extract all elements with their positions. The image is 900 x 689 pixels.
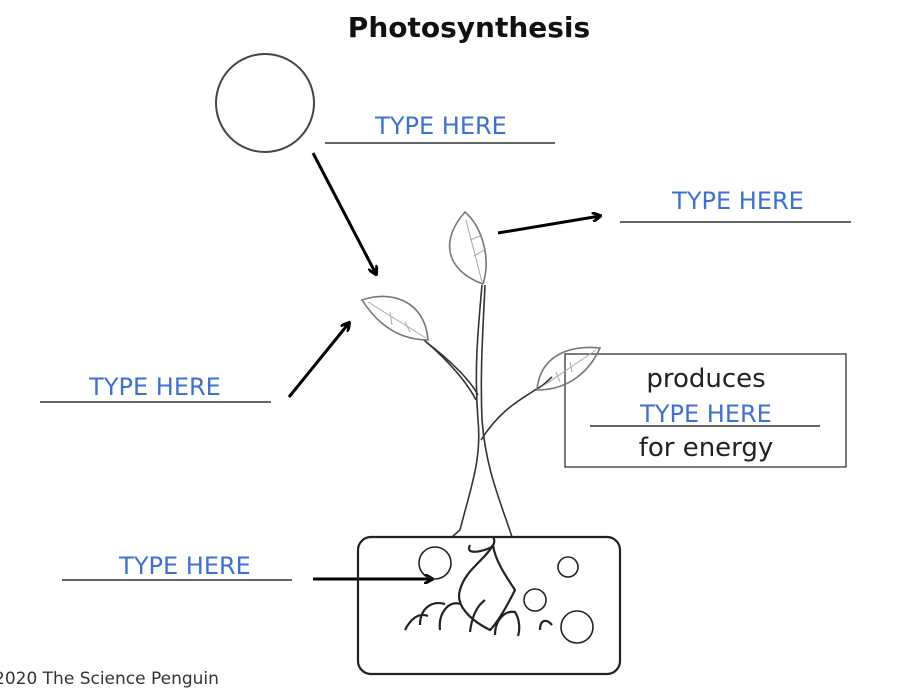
copyright-credit: 2020 The Science Penguin	[0, 669, 219, 689]
input-arrow	[287, 323, 349, 398]
product-answer-field[interactable]: TYPE HERE	[640, 400, 772, 428]
soil-icon	[356, 535, 622, 676]
page-title: Photosynthesis	[347, 11, 591, 44]
for-energy-label: for energy	[638, 433, 774, 463]
product-box	[564, 353, 847, 468]
leaf-output-answer-field[interactable]: TYPE HERE	[672, 187, 804, 215]
root-input-answer-field[interactable]: TYPE HERE	[119, 552, 251, 580]
arrows	[287, 152, 600, 579]
answer-lines	[40, 142, 851, 581]
sun-icon	[215, 53, 315, 153]
plant-icon	[360, 210, 602, 538]
output-arrow	[497, 216, 600, 235]
produces-label: produces	[646, 364, 766, 394]
sunlight-arrow	[311, 152, 376, 274]
left-input-answer-field[interactable]: TYPE HERE	[89, 373, 221, 401]
sun-answer-field[interactable]: TYPE HERE	[375, 112, 507, 140]
